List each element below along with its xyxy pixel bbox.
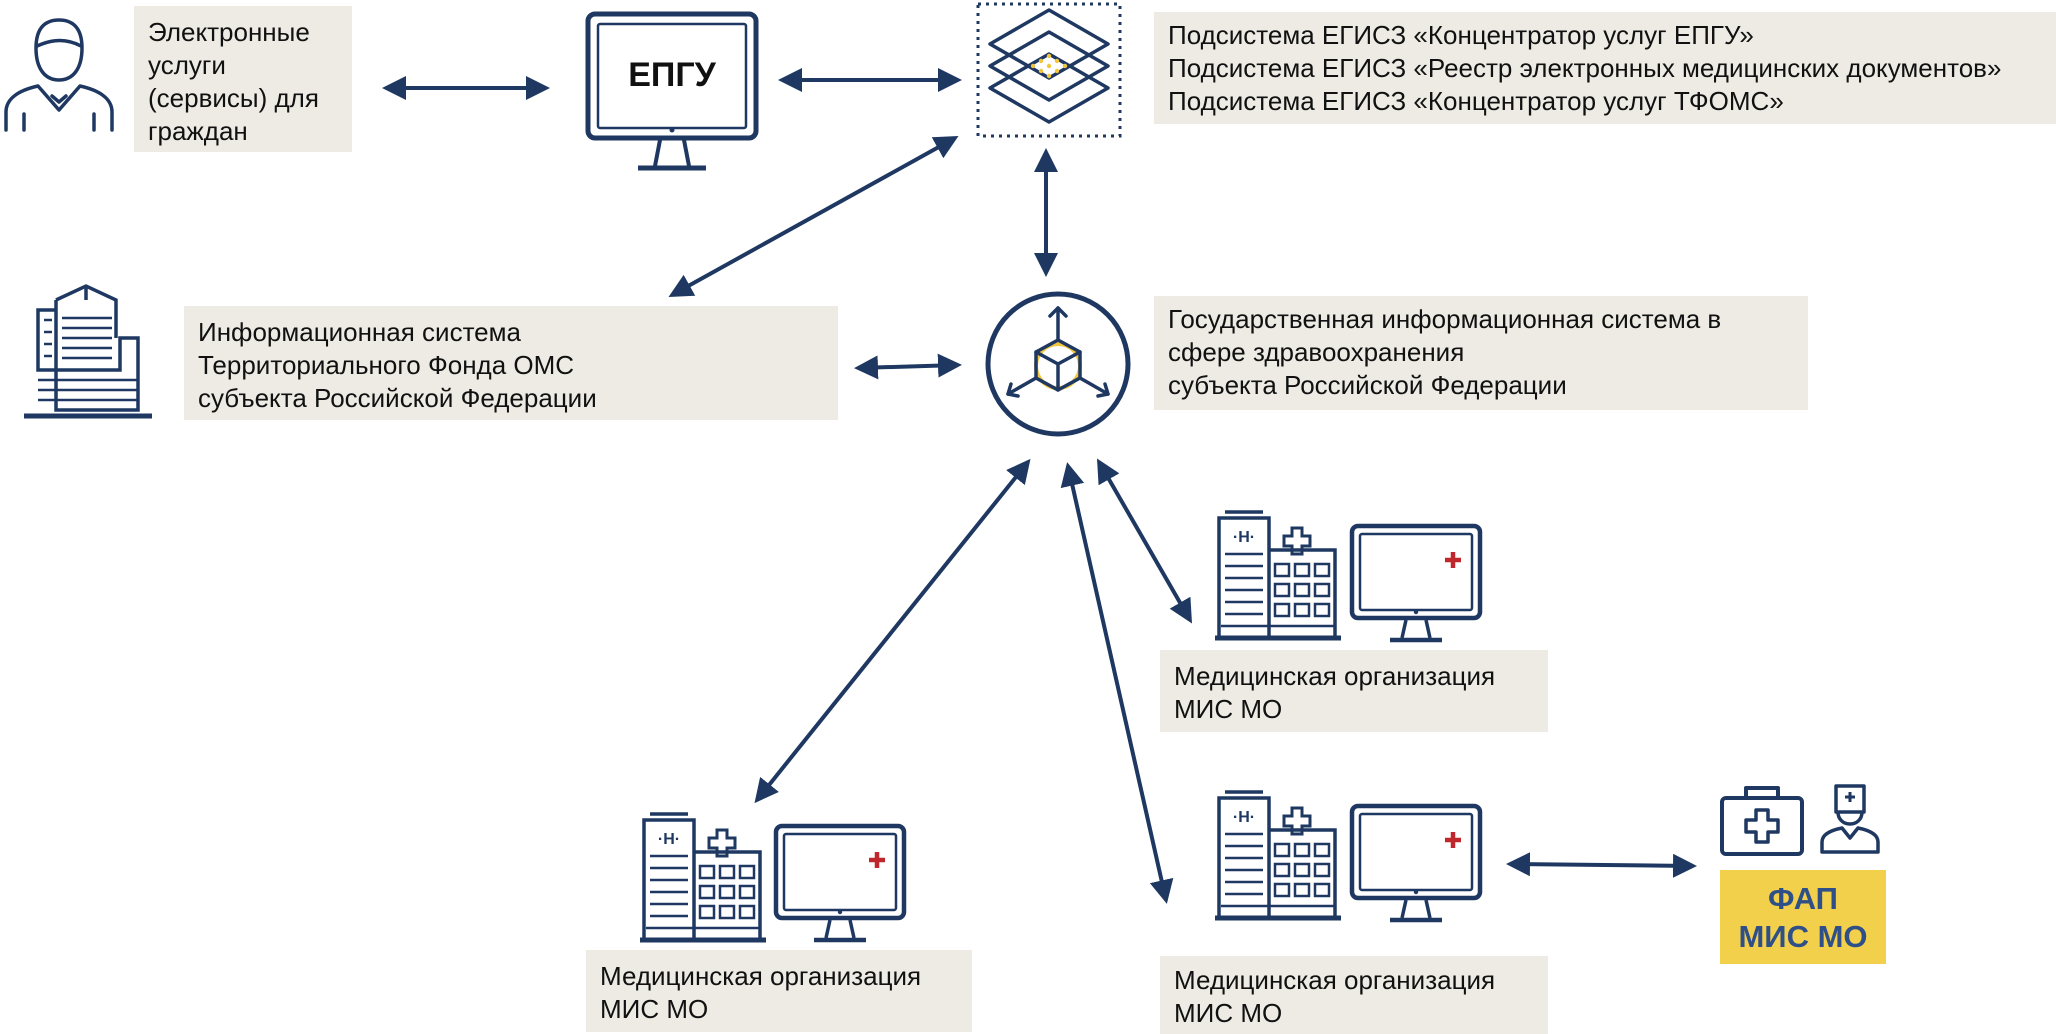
arrow-gis-med-org-1 <box>754 458 1031 804</box>
med-org-box-2: Медицинская организация МИС МО <box>1160 650 1548 732</box>
hospital-icon: ·H· <box>1215 510 1341 641</box>
svg-text:·H·: ·H· <box>1233 529 1255 546</box>
med-org-box-3: Медицинская организация МИС МО <box>1160 956 1548 1034</box>
arrow-egisz-tfoms <box>668 136 959 297</box>
monitor-icon[interactable] <box>585 11 759 171</box>
regional-gis-line: субъекта Российской Федерации <box>1168 370 1567 400</box>
med-org-line: Медицинская организация <box>600 961 922 991</box>
tfoms-system-line: Территориального Фонда ОМС <box>198 350 575 380</box>
med-org-line: Медицинская организация <box>1174 661 1496 691</box>
medical-monitor-icon <box>1349 803 1483 923</box>
medkit-icon <box>1720 786 1804 856</box>
hospital-icon: ·H· <box>1215 790 1341 921</box>
fap-label: ФАП <box>1768 881 1838 916</box>
epgu-label: ЕПГУ <box>628 56 716 94</box>
citizen-services-line: граждан <box>148 116 248 146</box>
tfoms-system-box: Информационная система Территориального … <box>184 306 838 420</box>
medic-icon <box>1820 784 1880 854</box>
tfoms-system-line: субъекта Российской Федерации <box>198 383 597 413</box>
citizen-services-box: Электронные услуги (сервисы) для граждан <box>134 6 352 152</box>
med-org-box-1: Медицинская организация МИС МО <box>586 950 972 1032</box>
egisz-subsystems-box: Подсистема ЕГИСЗ «Концентратор услуг ЕПГ… <box>1154 12 2056 124</box>
citizen-services-line: (сервисы) для <box>148 83 319 113</box>
med-org-line: МИС МО <box>1174 694 1283 724</box>
med-org-line: Медицинская организация <box>1174 965 1496 995</box>
citizen-services-line: услуги <box>148 50 226 80</box>
medical-monitor-icon <box>1349 523 1483 643</box>
layers-icon[interactable] <box>976 2 1122 138</box>
hospital-icon: ·H· <box>640 812 766 943</box>
hub-icon[interactable] <box>985 291 1131 437</box>
arrow-tfoms-gis <box>854 353 962 380</box>
fap-sublabel: МИС МО <box>1738 919 1868 954</box>
citizen-services-line: Электронные <box>148 17 310 47</box>
regional-gis-line: сфере здравоохранения <box>1168 337 1465 367</box>
tfoms-system-line: Информационная система <box>198 317 521 347</box>
citizen-icon <box>4 18 114 132</box>
egisz-subsystem-line: Подсистема ЕГИСЗ «Концентратор услуг ЕПГ… <box>1168 20 1754 50</box>
svg-text:·H·: ·H· <box>658 831 680 848</box>
fap-mis-badge: ФАП МИС МО <box>1720 870 1886 964</box>
egisz-subsystem-line: Подсистема ЕГИСЗ «Реестр электронных мед… <box>1168 53 2002 83</box>
office-building-icon <box>24 284 152 419</box>
med-org-line: МИС МО <box>600 994 709 1024</box>
egisz-subsystem-line: Подсистема ЕГИСЗ «Концентратор услуг ТФО… <box>1168 86 1784 116</box>
regional-gis-box: Государственная информационная система в… <box>1154 296 1808 410</box>
arrow-gis-med-org-3 <box>1060 462 1174 904</box>
med-org-line: МИС МО <box>1174 998 1283 1028</box>
arrow-med-org-3-fap <box>1506 852 1697 878</box>
regional-gis-line: Государственная информационная система в <box>1168 304 1722 334</box>
svg-text:·H·: ·H· <box>1233 809 1255 826</box>
medical-monitor-icon <box>773 823 907 943</box>
arrow-gis-med-org-2 <box>1097 458 1192 624</box>
